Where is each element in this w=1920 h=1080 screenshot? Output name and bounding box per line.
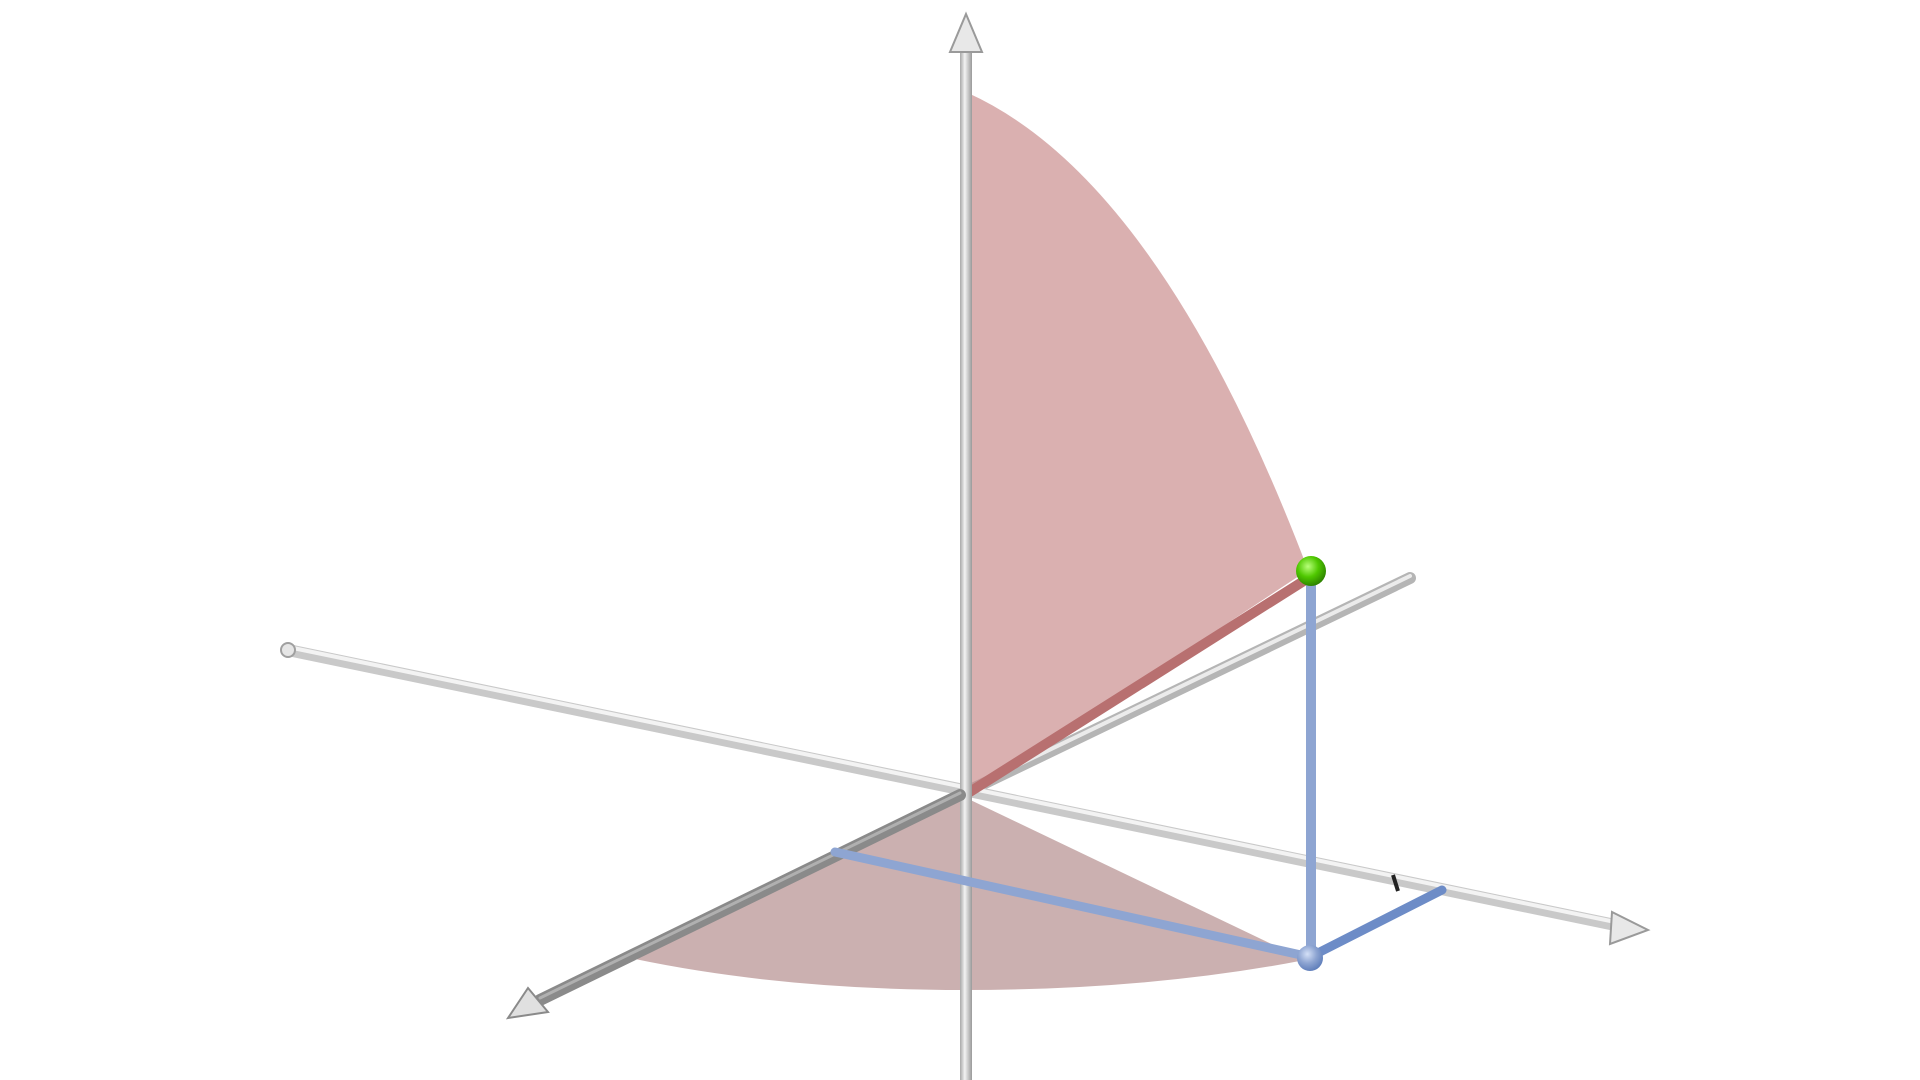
red-segment xyxy=(960,572,1315,800)
top-point[interactable] xyxy=(1296,556,1326,586)
rounded-end-icon xyxy=(280,642,296,658)
x-axis-front-highlight xyxy=(538,791,962,1000)
arrowhead-icon xyxy=(1608,910,1651,946)
y-axis xyxy=(282,644,1626,932)
blue-floor-segment-2 xyxy=(1305,885,1447,962)
x-axis-back-highlight xyxy=(958,574,1412,795)
z-axis xyxy=(960,45,972,1080)
vertical-region xyxy=(968,93,1308,795)
y-axis-tick xyxy=(1391,874,1400,892)
x-axis-front xyxy=(534,789,966,1006)
blue-floor-segment-1 xyxy=(830,847,1315,962)
base-point[interactable] xyxy=(1297,945,1323,971)
arrowhead-icon xyxy=(505,986,550,1020)
arrowhead-icon xyxy=(948,11,984,53)
y-axis-highlight xyxy=(286,645,1622,925)
